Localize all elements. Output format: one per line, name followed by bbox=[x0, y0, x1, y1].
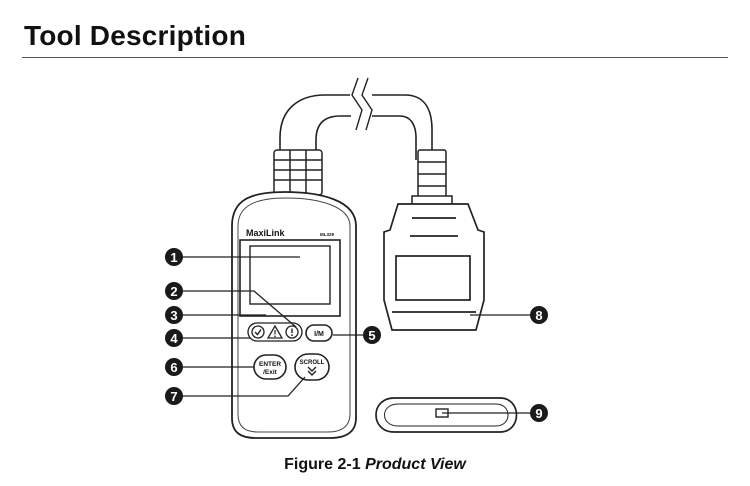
figure-number: Figure 2-1 bbox=[284, 456, 361, 473]
obd-connector bbox=[383, 203, 485, 331]
svg-text:8: 8 bbox=[535, 308, 542, 323]
callout-1: 1 bbox=[165, 248, 183, 266]
svg-text:6: 6 bbox=[170, 360, 177, 375]
leader-lines bbox=[182, 256, 530, 414]
callout-8: 8 bbox=[530, 306, 548, 324]
callout-2: 2 bbox=[165, 282, 183, 300]
im-button[interactable]: I/M bbox=[305, 324, 333, 342]
enter-button-label: ENTER bbox=[259, 361, 281, 368]
green-led-icon bbox=[251, 325, 265, 339]
figure-title: Product View bbox=[365, 456, 466, 473]
svg-text:7: 7 bbox=[170, 389, 177, 404]
led-indicators bbox=[247, 322, 303, 342]
svg-text:2: 2 bbox=[170, 284, 177, 299]
page-title: Tool Description bbox=[24, 20, 247, 51]
svg-text:3: 3 bbox=[170, 308, 177, 323]
scroll-chevron-icon bbox=[307, 366, 317, 376]
model-label: ML329 bbox=[320, 232, 335, 237]
callout-5: 5 bbox=[363, 326, 381, 344]
svg-text:5: 5 bbox=[368, 328, 375, 343]
im-button-label: I/M bbox=[314, 331, 324, 338]
svg-text:1: 1 bbox=[170, 250, 177, 265]
svg-text:4: 4 bbox=[170, 331, 178, 346]
svg-text:9: 9 bbox=[535, 406, 542, 421]
cable bbox=[279, 94, 433, 175]
device-strain-relief bbox=[273, 149, 323, 196]
exit-button-label: /Exit bbox=[263, 369, 278, 376]
callout-4: 4 bbox=[165, 329, 183, 347]
enter-exit-button[interactable]: ENTER /Exit bbox=[253, 354, 287, 380]
cable-break-mark bbox=[351, 77, 373, 131]
lcd-screen bbox=[249, 245, 331, 305]
scroll-button-label: SCROLL bbox=[300, 360, 325, 366]
device-inner-edge bbox=[237, 197, 351, 433]
callout-3: 3 bbox=[165, 306, 183, 324]
figure-caption: Figure 2-1 Product View bbox=[0, 456, 750, 474]
scanner-device: MaxiLink ML329 I/M ENTER /Exit bbox=[231, 191, 357, 439]
callout-7: 7 bbox=[165, 387, 183, 405]
connector-strain-relief bbox=[411, 149, 453, 207]
callout-6: 6 bbox=[165, 358, 183, 376]
title-underline bbox=[22, 57, 728, 58]
scroll-button[interactable]: SCROLL bbox=[294, 353, 330, 381]
callout-9: 9 bbox=[530, 404, 548, 422]
brand-logo: MaxiLink bbox=[246, 228, 286, 238]
device-bottom-view bbox=[375, 397, 518, 433]
